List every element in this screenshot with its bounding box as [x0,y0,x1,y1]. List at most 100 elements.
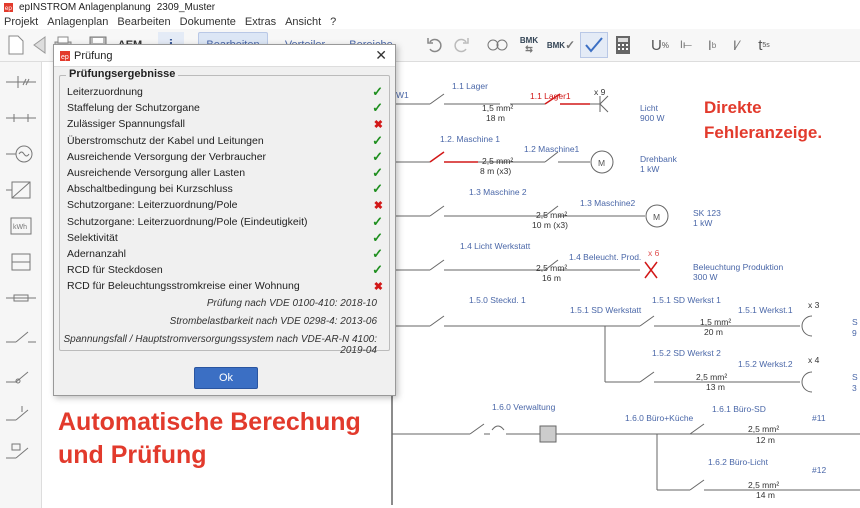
new-document-icon[interactable] [6,32,26,58]
c12-load-label: Drehbank [640,154,678,164]
c162-num-label: #12 [812,465,826,475]
rcd-icon[interactable] [4,402,38,426]
menu-bearbeiten[interactable]: Bearbeiten [117,15,171,28]
c13-mid-label: 1.3 Maschine2 [580,198,636,208]
c151b-label: 1.5.1 SD Werkst 1 [652,295,721,305]
promo-auto-calc: Automatische Berechung und Prüfung [58,406,361,472]
calculator-icon[interactable] [612,32,634,58]
c13-load-label: SK 123 [693,208,721,218]
menu-extras[interactable]: Extras [244,15,277,28]
distribution-icon[interactable] [4,250,38,274]
dialog-logo-icon: ep [60,50,70,61]
check-pass-icon: ✓ [372,84,383,99]
check-icon[interactable] [580,32,608,58]
edge-label-9: 9 [852,328,857,338]
c14-load-label: Beleuchtung Produktion [693,262,784,272]
check-row: Zulässiger Spannungsfall✖ [67,116,383,132]
c14-cable-label: 2,5 mm² [536,263,567,273]
ok-button[interactable]: Ok [194,367,258,389]
transformer-icon[interactable] [4,178,38,202]
check-label: Abschaltbedingung bei Kurzschluss [67,183,233,196]
back-icon[interactable] [30,32,48,58]
check-pass-icon: ✓ [372,181,383,197]
check-label: Schutzorgane: Leiterzuordnung/Pole (Eind… [67,215,308,228]
pruefung-dialog: ep Prüfung ✕ Prüfungsergebnisse Leiterzu… [53,44,396,396]
menu-bar: Projekt Anlagenplan Bearbeiten Dokumente… [0,14,860,29]
c152-cable-label: 2,5 mm² [696,372,727,382]
check-pass-icon: ✓ [372,132,383,148]
check-fail-icon: ✖ [373,118,383,131]
c11-mult-label: x 9 [594,87,606,97]
c14-mult-label: x 6 [648,248,660,258]
menu-ansicht[interactable]: Ansicht [285,15,322,28]
menu-dokumente[interactable]: Dokumente [179,15,236,28]
promo-auto-line1: Automatische Berechung [58,408,361,436]
c151c-label: 1.5.1 Werkst.1 [738,305,793,315]
check-label: RCD für Steckdosen [67,264,163,277]
current-z-icon[interactable]: I⁄ [732,37,740,53]
menu-projekt[interactable]: Projekt [4,15,39,28]
check-row: Ausreichende Versorgung der Verbraucher✓ [67,149,383,165]
check-label: RCD für Beleuchtungsstromkreise einer Wo… [67,280,300,293]
cable-tool-icon[interactable] [4,70,38,94]
c151-cable-label: 1,5 mm² [700,317,731,327]
c13-len-label: 10 m (x3) [532,220,568,230]
current-icon[interactable]: I⟝ [679,38,693,51]
svg-text:ep: ep [61,54,69,61]
ac-source-icon[interactable] [4,142,38,166]
combined-device-icon[interactable] [4,440,38,464]
undo-icon[interactable] [424,32,446,58]
c161-cable-label: 2,5 mm² [748,424,779,434]
c11-cable-label: 1,5 mm² [482,103,513,113]
check-label: Ausreichende Versorgung aller Lasten [67,167,246,179]
left-tool-panel: kWh [0,62,42,508]
c161-len-label: 12 m [756,435,775,445]
symbol-icon[interactable] [484,32,512,58]
check-label: Schutzorgane: Leiterzuordnung/Pole [67,199,238,212]
c152-len-label: 13 m [706,382,725,392]
redo-icon[interactable] [450,32,472,58]
line-tool-icon[interactable] [4,106,38,130]
check-row: Schutzorgane: Leiterzuordnung/Pole✖ [67,197,383,213]
menu-help[interactable]: ? [330,15,337,28]
check-row: RCD für Beleuchtungsstromkreise einer Wo… [67,278,383,294]
fuse-icon[interactable] [4,286,38,310]
check-row: Adernanzahl✓ [67,246,383,262]
check-label: Staffelung der Schutzorgane [67,102,200,115]
bmk-check-button[interactable]: BMK✓ [546,38,576,52]
check-row: Abschaltbedingung bei Kurzschluss ✓ [67,181,383,197]
switch-icon[interactable] [4,324,38,348]
bmk-toggle-button[interactable]: BMK⇆ [519,36,539,54]
c12-load-power: 1 kW [640,164,659,174]
w1-label: W1 [396,90,409,100]
check-row: Leiterzuordnung ✓ [67,84,383,100]
voltage-label: U [651,36,662,54]
bmk-check-label: BMK [546,40,566,50]
c11-len-label: 18 m [486,113,505,123]
promo-auto-line2: und Prüfung [58,441,207,469]
c161-num-label: #11 [812,413,826,423]
circuit-breaker-icon[interactable] [4,364,38,388]
c11-mid-label: 1.1 Lager1 [530,91,571,101]
c152-label: 1.5.2 SD Werkst 2 [652,348,721,358]
check-label: Leiterzuordnung [67,86,143,98]
c152c-label: 1.5.2 Werkst.2 [738,359,793,369]
edge-label-s2: S [852,372,858,382]
menu-anlagenplan[interactable]: Anlagenplan [47,15,109,28]
close-icon[interactable]: ✕ [375,47,387,63]
results-group: Prüfungsergebnisse Leiterzuordnung ✓ Staff… [59,68,390,356]
svg-text:ep: ep [5,5,13,12]
meter-kwh-icon[interactable]: kWh [4,214,38,238]
check-label: Überstromschutz der Kabel und Leitungen [67,134,264,147]
c11-top-label: 1.1 Lager [452,81,488,91]
check-pass-icon: ✓ [372,229,383,245]
check-pass-icon: ✓ [372,100,383,116]
results-group-title: Prüfungsergebnisse [66,68,179,80]
voltage-drop-button[interactable]: U% [651,36,669,54]
c152-mult-label: x 4 [808,355,820,365]
edge-label-3: 3 [852,383,857,393]
c12-top-label: 1.2. Maschine 1 [440,134,500,144]
